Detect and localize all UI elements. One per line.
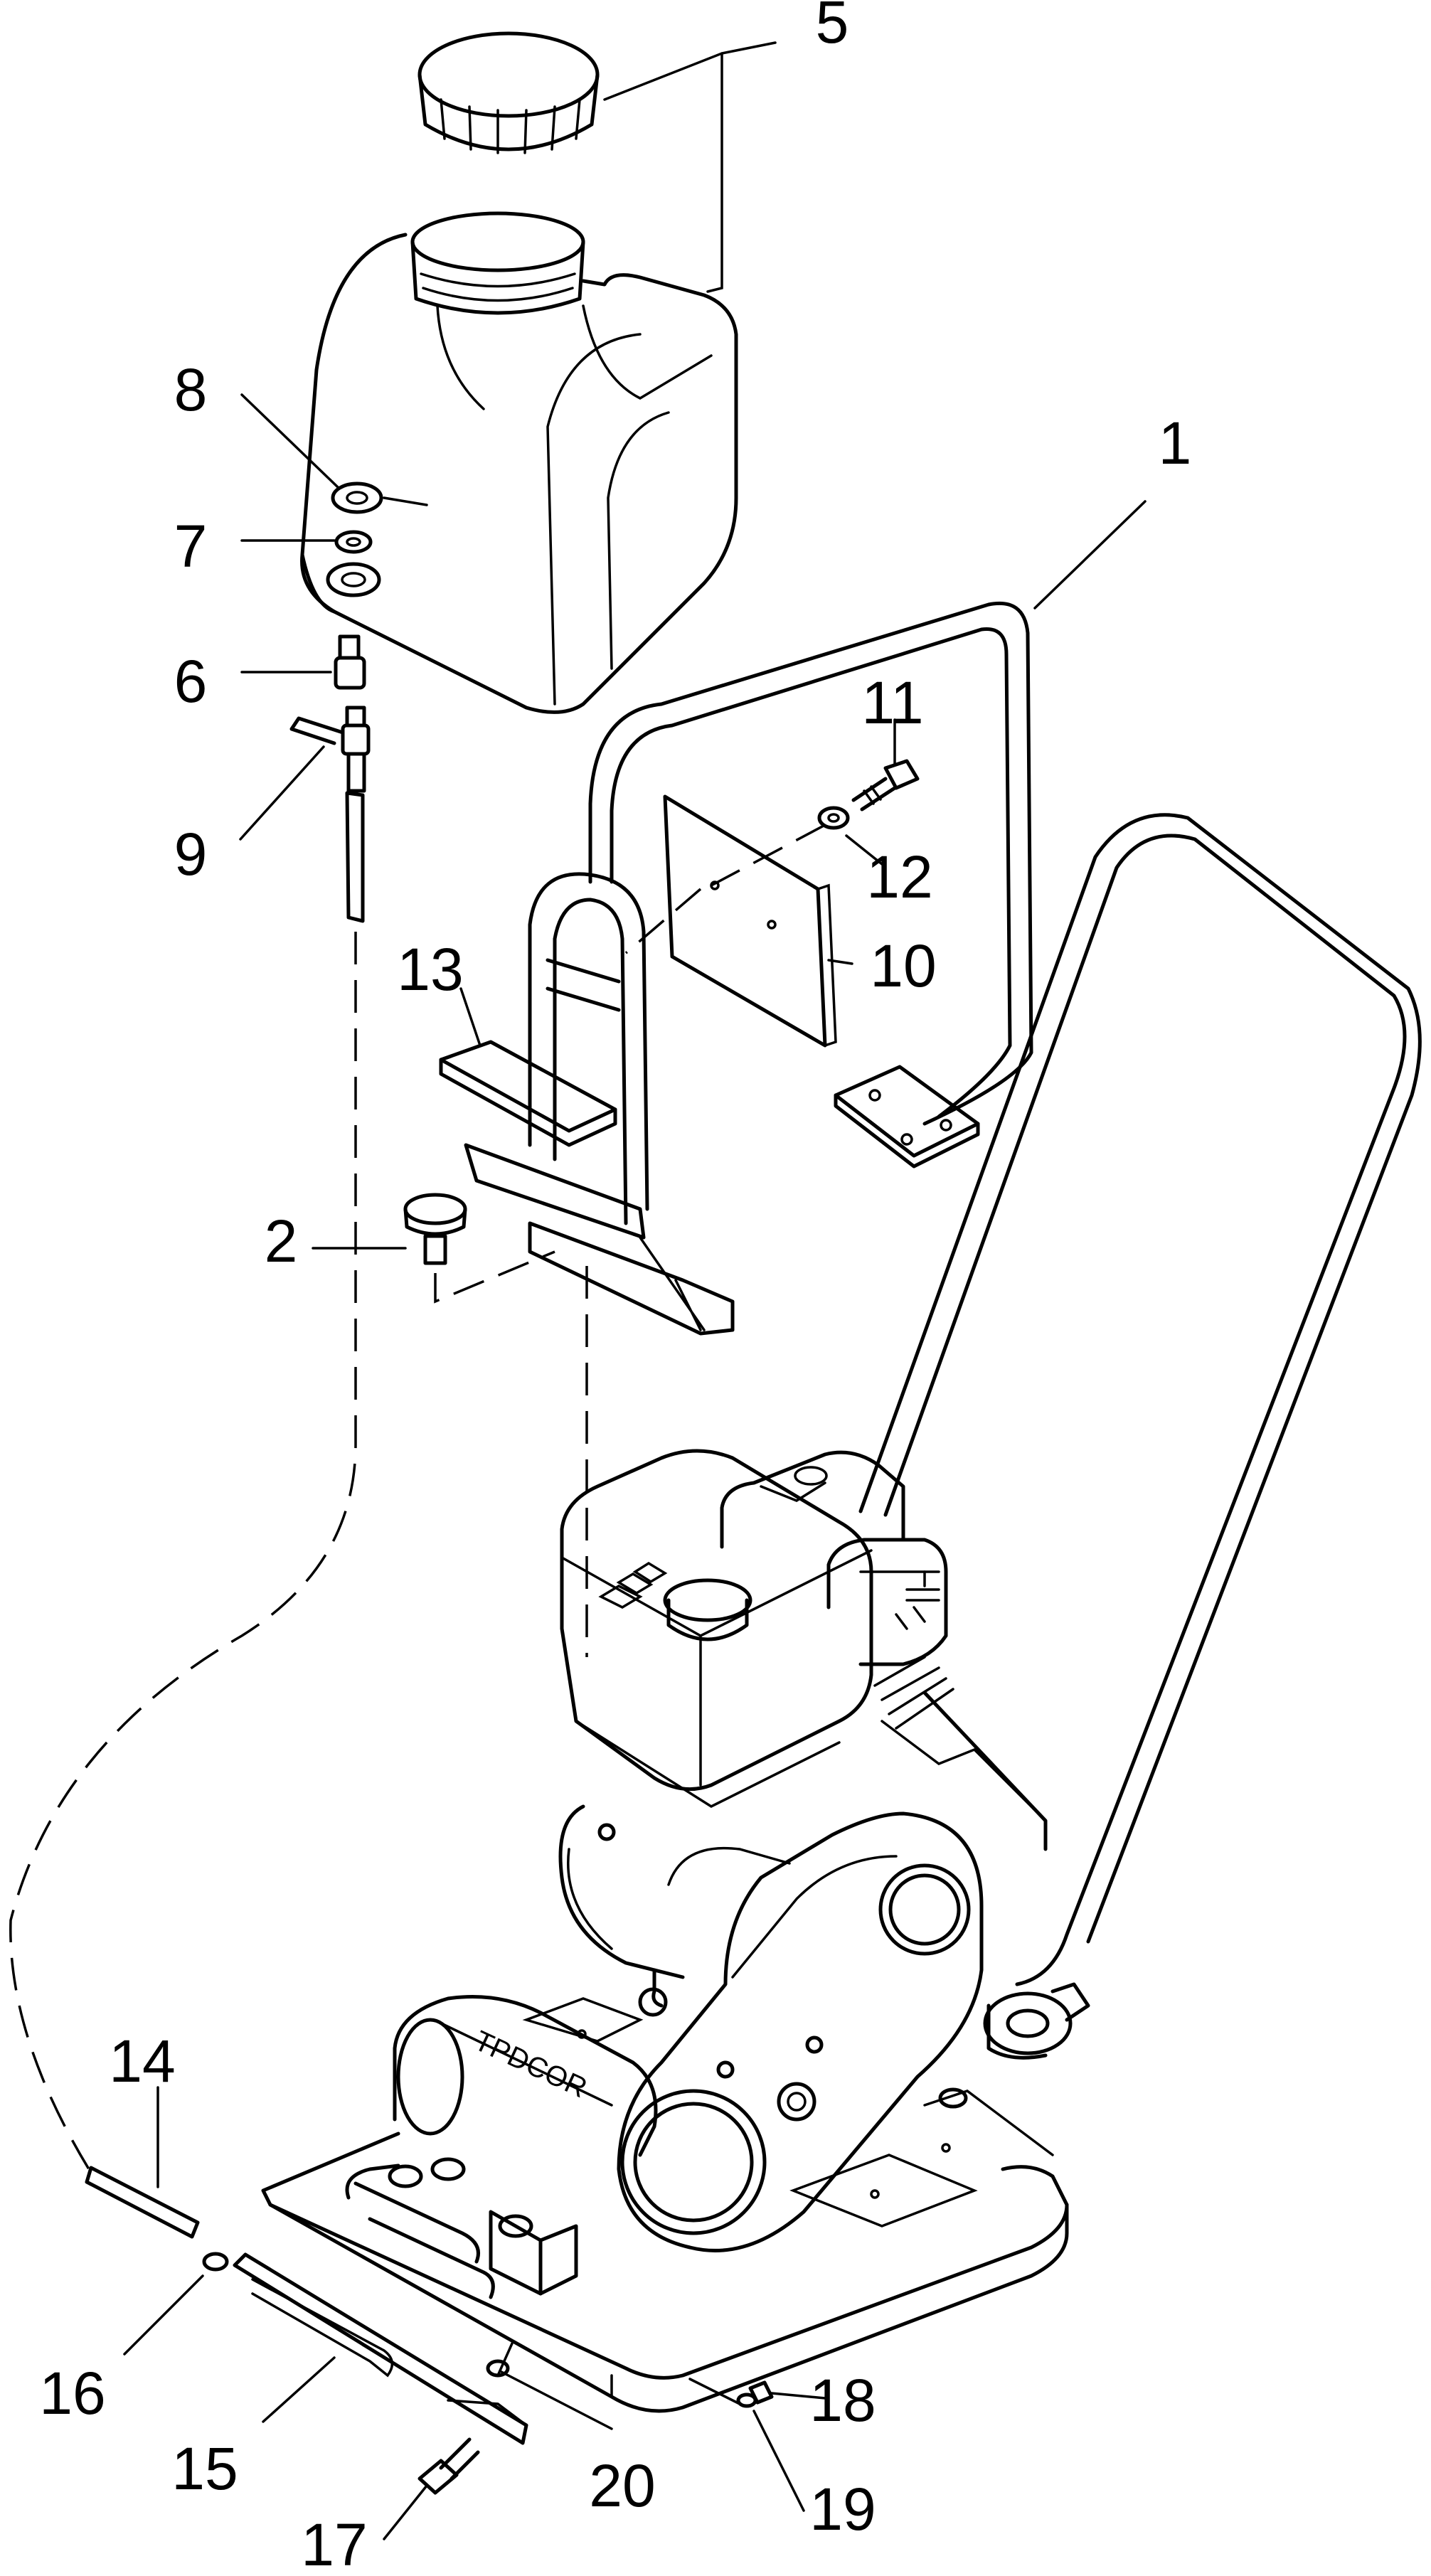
callout-11: 11 (861, 669, 923, 736)
callout-13: 13 (397, 936, 463, 1003)
callout-10: 10 (870, 932, 936, 999)
water-hose (345, 791, 365, 923)
engine-cylinder (826, 1538, 1048, 1851)
callout-19: 19 (809, 2476, 876, 2543)
callout-12: 12 (866, 843, 932, 910)
spray-bar (233, 2252, 528, 2445)
spray-fitting (202, 2252, 229, 2272)
callout-7: 7 (174, 513, 208, 580)
lift-handle (345, 2163, 495, 2299)
callout-2: 2 (265, 1208, 298, 1274)
callout-5: 5 (816, 0, 849, 55)
tank-cap (417, 31, 600, 154)
hose-route-line (9, 932, 357, 2170)
handle-pivot (983, 1982, 1090, 2060)
callout-17: 17 (301, 2511, 367, 2576)
engine-badge: TPDCOR (469, 2025, 592, 2104)
hose-fitting (334, 634, 366, 690)
engine-fuel-tank (560, 1449, 873, 1809)
belt-cover (617, 1811, 984, 2252)
plate-washer (817, 806, 850, 830)
spray-hose-end (85, 2166, 200, 2239)
water-tank (300, 211, 738, 714)
callout-18: 18 (809, 2367, 876, 2434)
engine-crankcase (558, 1804, 791, 2017)
handle-frame (588, 601, 1422, 1986)
tank-washer (334, 530, 373, 554)
callout-20: 20 (589, 2452, 655, 2519)
water-valve (289, 706, 371, 793)
air-cleaner (720, 1450, 905, 1549)
drain-axis (688, 2378, 741, 2405)
bracket-bolt (403, 1193, 467, 1265)
frame-bolts (388, 2087, 968, 2296)
handle-mount-plate (834, 1065, 980, 1169)
leader-lines (123, 41, 1147, 2540)
callout-15: 15 (171, 2435, 238, 2502)
callout-1: 1 (1159, 410, 1192, 477)
base-plate (261, 1997, 1069, 2413)
plate-bolt (851, 759, 920, 811)
callout-9: 9 (174, 821, 208, 888)
tank-outlet-boss (326, 562, 381, 597)
plate-bolt-axis (624, 824, 826, 954)
callout-16: 16 (39, 2360, 105, 2427)
spray-bar-clip (486, 2342, 514, 2378)
rubber-pad-plate (663, 794, 837, 1048)
callout-8: 8 (174, 356, 208, 423)
tank-bracket (464, 872, 735, 1336)
bracket-bolt-axis (434, 1250, 555, 1304)
drain-washer (736, 2393, 757, 2408)
tank-nut (331, 481, 383, 514)
spray-bar-bolt (417, 2437, 480, 2495)
callout-14: 14 (109, 2028, 175, 2095)
bracket-pad (439, 1040, 617, 1147)
callout-6: 6 (174, 648, 208, 715)
